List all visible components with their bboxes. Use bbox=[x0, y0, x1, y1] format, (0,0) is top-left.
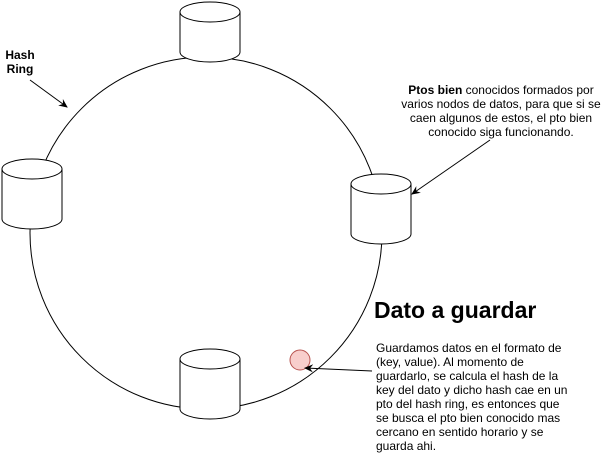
hash-ring-label-line1: Hash bbox=[5, 48, 35, 62]
hash-ring-label-arrow bbox=[29, 79, 68, 108]
database-node-bottom bbox=[179, 348, 241, 420]
database-node-right bbox=[350, 173, 412, 245]
hash-ring-label-line2: Ring bbox=[6, 62, 34, 76]
data-point-marker bbox=[289, 349, 311, 371]
ptos-bien-bold: Ptos bien bbox=[408, 83, 463, 97]
dato-a-guardar-description: Guardamos datos en el formato de (key, v… bbox=[376, 341, 568, 453]
ptos-bien-annotation: Ptos bien conocidos formados por varios … bbox=[398, 83, 604, 139]
ptos-bien-description: conocidos formados por varios nodos de d… bbox=[401, 83, 601, 139]
data-point-annotation-arrow bbox=[304, 364, 373, 373]
ptos-annotation-arrow bbox=[411, 139, 491, 195]
dato-a-guardar-title: Dato a guardar bbox=[374, 297, 537, 323]
database-node-left bbox=[1, 158, 63, 230]
hash-ring-label: Hash Ring bbox=[2, 48, 38, 76]
database-node-top bbox=[179, 1, 241, 63]
